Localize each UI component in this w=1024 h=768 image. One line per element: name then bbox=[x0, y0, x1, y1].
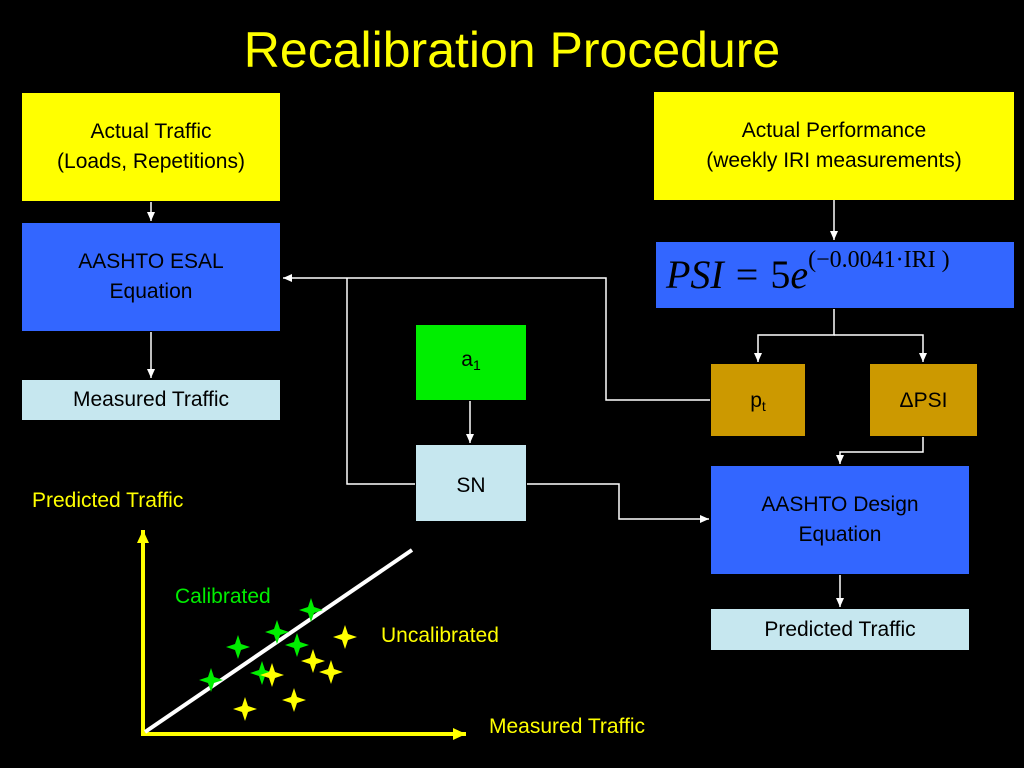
calibrated-star-marker bbox=[265, 620, 289, 644]
design-equation-line2: Equation bbox=[798, 523, 882, 546]
actual-performance-line1: Actual Performance bbox=[741, 119, 927, 142]
psi-formula-exponent: (−0.0041·IRI ) bbox=[808, 247, 950, 273]
sn-label: SN bbox=[456, 474, 486, 497]
plot-y-axis-label: Predicted Traffic bbox=[32, 489, 184, 512]
delta-psi-label: ΔPSI bbox=[899, 389, 948, 412]
page-title: Recalibration Procedure bbox=[243, 22, 781, 78]
calibrated-star-marker bbox=[226, 635, 250, 659]
actual-performance-line2: (weekly IRI measurements) bbox=[706, 149, 962, 172]
psi-formula-equals: = bbox=[735, 252, 759, 297]
design-equation-box: AASHTO Design Equation bbox=[711, 466, 969, 574]
arrow-delta-psi-to-design bbox=[836, 437, 924, 464]
arrow-formula-to-delta-psi bbox=[834, 334, 927, 362]
calibrated-star-marker bbox=[285, 633, 309, 657]
measured-traffic-box: Measured Traffic bbox=[22, 380, 280, 420]
measured-traffic-label: Measured Traffic bbox=[72, 388, 229, 411]
scatter-plot bbox=[137, 530, 466, 740]
calibrated-star-marker bbox=[299, 598, 323, 622]
uncalibrated-star-marker bbox=[260, 663, 284, 687]
actual-traffic-line2: (Loads, Repetitions) bbox=[57, 150, 245, 173]
arrow-formula-to-pt bbox=[754, 309, 835, 362]
arrow-sn-to-design bbox=[527, 483, 709, 523]
delta-psi-box: ΔPSI bbox=[870, 364, 977, 436]
uncalibrated-star-marker bbox=[333, 625, 357, 649]
uncalibrated-star-marker bbox=[282, 688, 306, 712]
calibrated-label: Calibrated bbox=[175, 585, 271, 608]
calibration-line bbox=[143, 548, 414, 734]
pt-main: p bbox=[750, 389, 762, 412]
psi-formula-coef: 5 bbox=[770, 252, 791, 297]
a1-main: a bbox=[461, 348, 473, 371]
esal-equation-box: AASHTO ESAL Equation bbox=[22, 223, 280, 331]
predicted-traffic-box: Predicted Traffic bbox=[711, 609, 969, 650]
arrow-pt-to-esal bbox=[283, 274, 710, 401]
pt-sub: t bbox=[761, 398, 766, 414]
sn-box: SN bbox=[416, 445, 526, 521]
actual-performance-box: Actual Performance (weekly IRI measureme… bbox=[654, 92, 1014, 200]
uncalibrated-star-marker bbox=[301, 649, 325, 673]
uncalibrated-star-marker bbox=[233, 697, 257, 721]
plot-x-axis-label: Measured Traffic bbox=[489, 715, 646, 738]
a1-label: a1 bbox=[461, 345, 480, 380]
pt-label: pt bbox=[750, 386, 766, 421]
psi-formula-base: e bbox=[790, 252, 809, 297]
connector-sn-to-esal bbox=[346, 278, 415, 485]
design-equation-line1: AASHTO Design bbox=[761, 493, 919, 516]
a1-box: a1 bbox=[416, 325, 526, 400]
actual-traffic-line1: Actual Traffic bbox=[90, 120, 212, 143]
esal-equation-line1: AASHTO ESAL bbox=[78, 250, 224, 273]
uncalibrated-label: Uncalibrated bbox=[381, 624, 499, 647]
esal-equation-line2: Equation bbox=[109, 280, 193, 303]
uncalibrated-star-marker bbox=[319, 660, 343, 684]
pt-box: pt bbox=[711, 364, 805, 436]
psi-formula-box: PSI = 5 e (−0.0041·IRI ) bbox=[656, 242, 1014, 308]
actual-traffic-box: Actual Traffic (Loads, Repetitions) bbox=[22, 93, 280, 201]
psi-formula-lhs: PSI bbox=[666, 252, 724, 297]
a1-sub: 1 bbox=[472, 357, 481, 373]
calibrated-star-marker bbox=[199, 668, 223, 692]
calibrated-star-marker bbox=[250, 661, 274, 685]
predicted-traffic-label: Predicted Traffic bbox=[764, 617, 916, 641]
